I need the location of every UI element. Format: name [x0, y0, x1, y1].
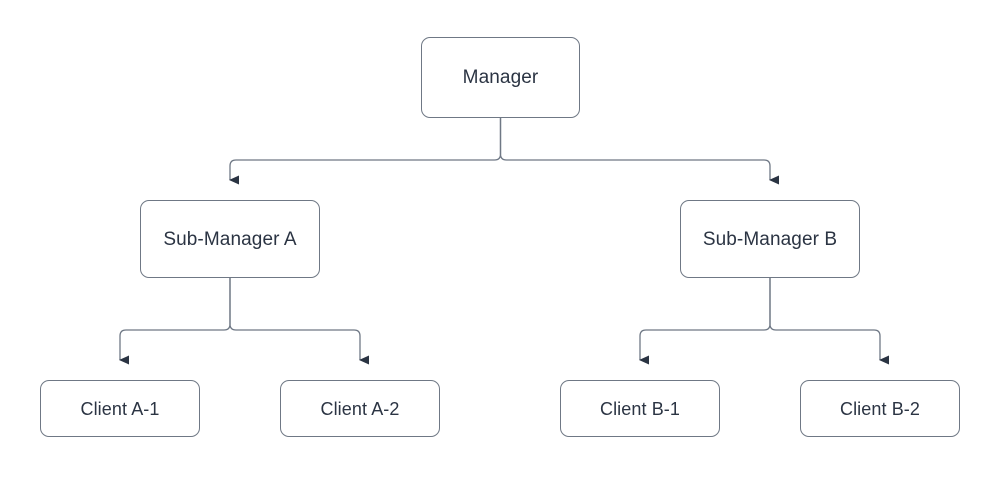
node-client-a2-label: Client A-2	[320, 398, 400, 419]
node-sub-manager-b-label: Sub-Manager B	[702, 228, 838, 250]
node-client-b2-label: Client B-2	[839, 398, 921, 419]
node-client-b2[interactable]: Client B-2	[800, 380, 960, 437]
edge-sub-b-to-client-b1	[639, 278, 771, 365]
edge-sub-a-to-client-a2	[229, 278, 369, 365]
node-client-b1[interactable]: Client B-1	[560, 380, 720, 437]
node-client-a1-label: Client A-1	[80, 398, 160, 419]
edge-sub-b-to-client-b2	[769, 278, 889, 365]
edge-manager-to-sub-b	[499, 118, 779, 185]
edge-sub-a-to-client-a1	[119, 278, 231, 365]
node-sub-manager-b[interactable]: Sub-Manager B	[680, 200, 860, 278]
node-sub-manager-a-label: Sub-Manager A	[163, 228, 297, 250]
node-manager-label: Manager	[462, 67, 539, 88]
node-client-b1-label: Client B-1	[599, 398, 681, 419]
node-sub-manager-a[interactable]: Sub-Manager A	[140, 200, 320, 278]
edge-manager-to-sub-a	[229, 118, 502, 185]
node-manager[interactable]: Manager	[421, 37, 580, 118]
node-client-a2[interactable]: Client A-2	[280, 380, 440, 437]
node-client-a1[interactable]: Client A-1	[40, 380, 200, 437]
